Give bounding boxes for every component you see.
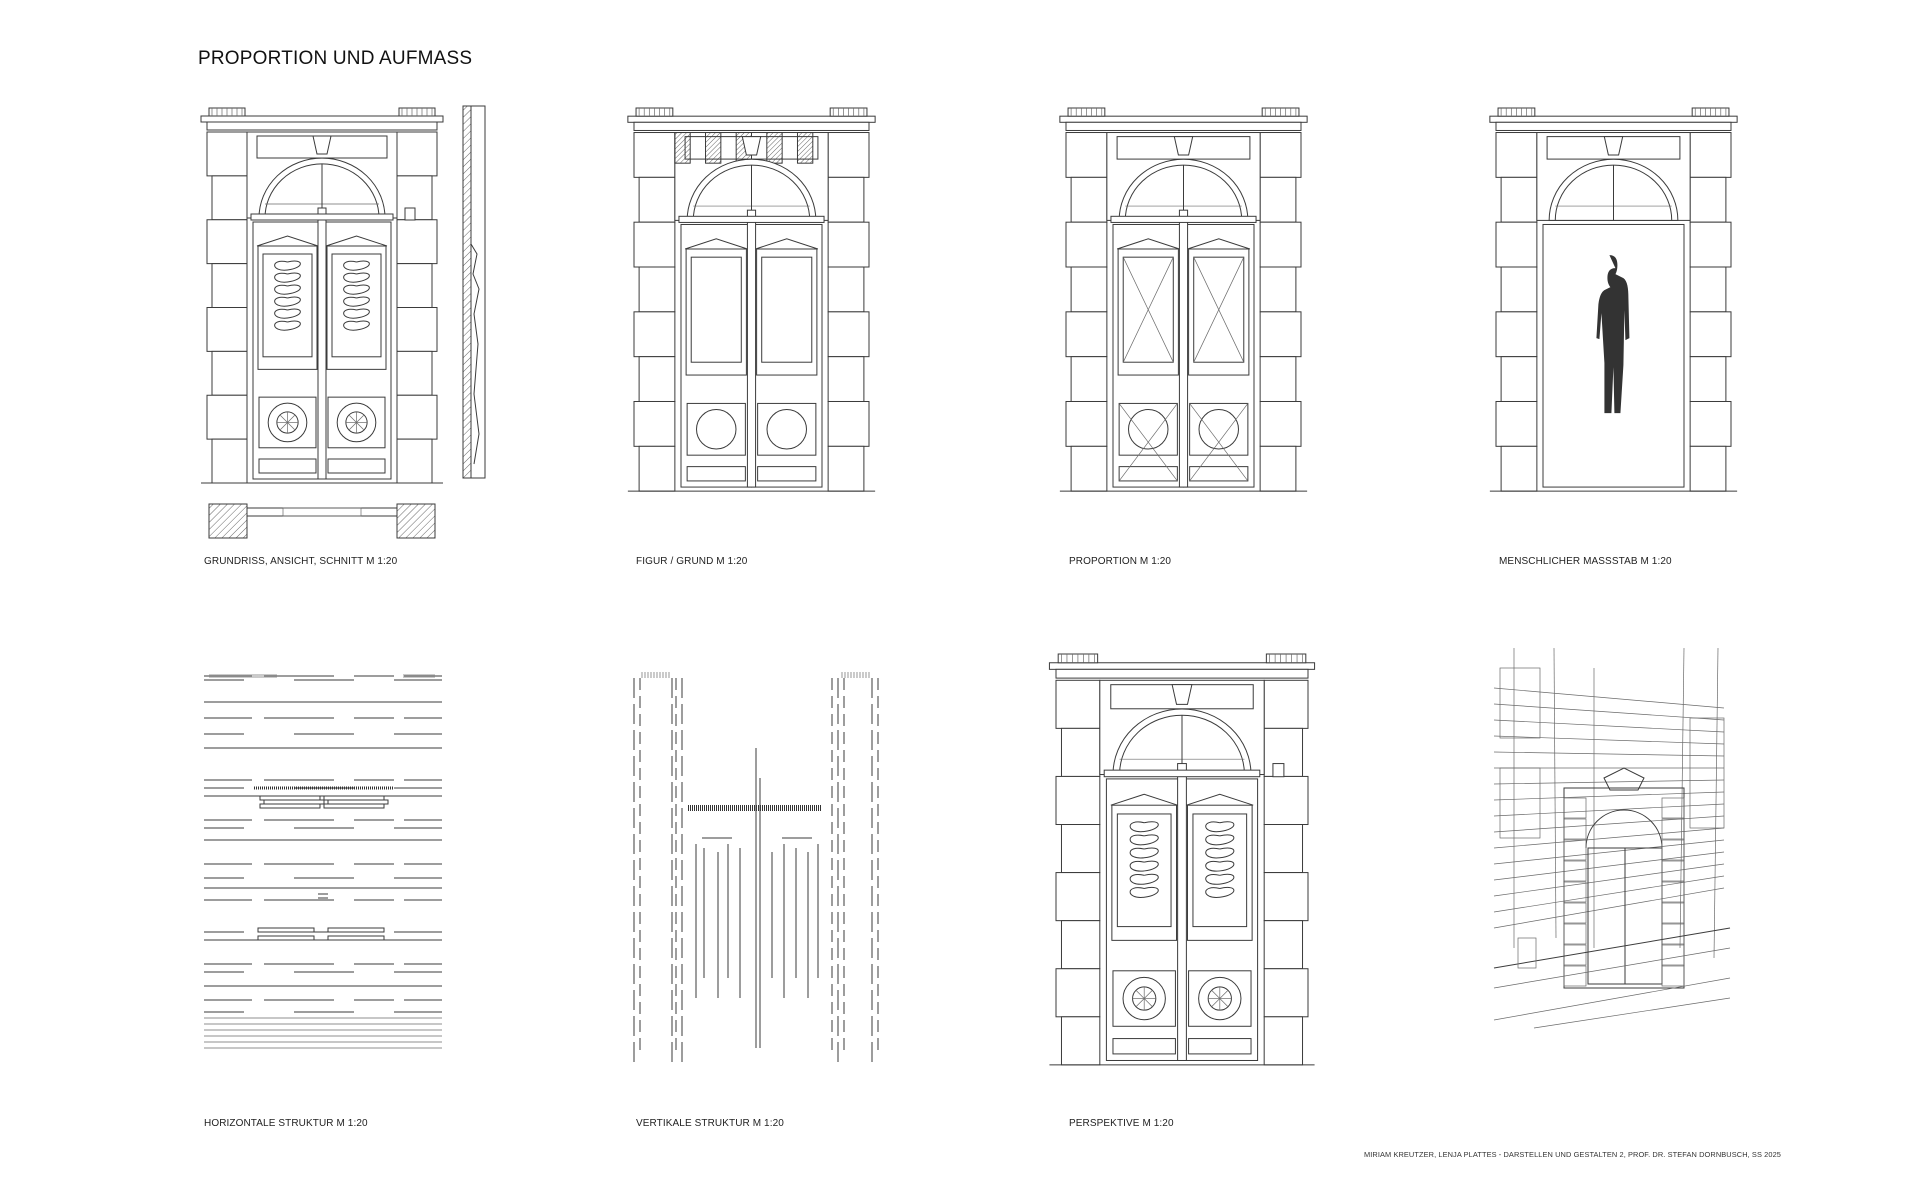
panel-massstab <box>1489 100 1744 492</box>
horizontal-structure-drawing <box>204 674 442 1049</box>
panel-perspektive <box>1046 646 1316 1066</box>
floor-plan <box>208 502 438 542</box>
street-sketch-drawing <box>1493 647 1731 1054</box>
panel-proportion <box>1059 100 1314 492</box>
credit-line: MIRIAM KREUTZER, LENJA PLATTES - DARSTEL… <box>1364 1150 1781 1159</box>
panel-vertikal <box>632 668 882 1062</box>
page-title: PROPORTION UND AUFMASS <box>198 48 473 69</box>
caption-figur: FIGUR / GRUND M 1:20 <box>636 556 748 567</box>
panel-skizze <box>1493 647 1731 1054</box>
caption-perspektive: PERSPEKTIVE M 1:20 <box>1069 1118 1174 1129</box>
caption-proportion: PROPORTION M 1:20 <box>1069 556 1172 567</box>
vertical-structure-drawing <box>633 672 879 1062</box>
panel-horizontal <box>204 668 444 1058</box>
perspective-drawing <box>1048 653 1316 1066</box>
caption-horizontal: HORIZONTALE STRUKTUR M 1:20 <box>204 1118 368 1129</box>
panel-grundriss <box>200 100 505 550</box>
door-elevation-drawing <box>200 107 444 484</box>
section-profile <box>462 104 488 484</box>
figure-ground-drawing <box>627 107 876 492</box>
caption-massstab: MENSCHLICHER MASSSTAB M 1:20 <box>1499 556 1672 567</box>
caption-vertikal: VERTIKALE STRUKTUR M 1:20 <box>636 1118 784 1129</box>
human-scale-drawing <box>1489 107 1738 492</box>
panel-figur <box>627 100 882 492</box>
proportion-drawing <box>1059 107 1308 492</box>
caption-grundriss: GRUNDRISS, ANSICHT, SCHNITT M 1:20 <box>204 556 398 567</box>
